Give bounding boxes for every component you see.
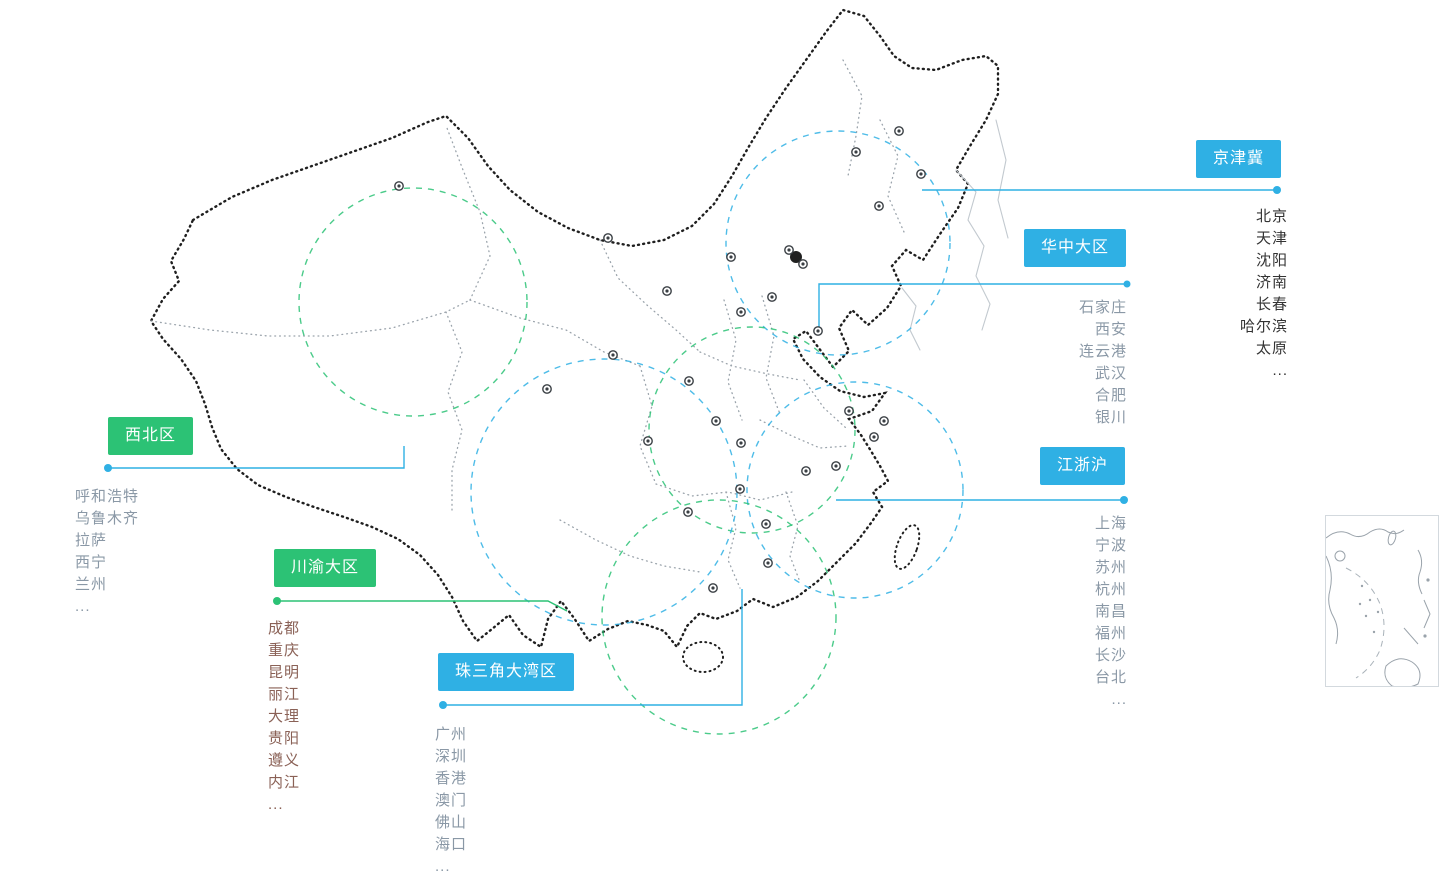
region-label-huazhong[interactable]: 华中大区: [1024, 229, 1127, 267]
city-item: 海口: [435, 836, 468, 853]
leader-line-xibei: [108, 446, 405, 469]
china-outline: [149, 8, 1000, 650]
region-label-chuanyu[interactable]: 川渝大区: [274, 549, 377, 587]
leader-dot-huazhong: [1123, 280, 1131, 288]
city-list-jiangzhehu: 上海宁波苏州杭州南昌福州长沙台北...: [1000, 513, 1127, 711]
city-item: ...: [268, 796, 284, 813]
city-item: 苏州: [1094, 559, 1127, 576]
region-circle-zhusanjiao: [601, 499, 837, 735]
city-item: 丽江: [268, 686, 301, 703]
city-item: 北京: [1255, 208, 1288, 225]
border-rivers: [901, 119, 1009, 351]
city-item: 乌鲁木齐: [75, 510, 140, 527]
city-item: 贵阳: [268, 730, 301, 747]
leader-dot-zhusanjiao: [439, 701, 447, 709]
city-item: 宁波: [1094, 537, 1127, 554]
leader-dot-chuanyu: [273, 597, 281, 605]
city-list-huazhong: 石家庄西安连云港武汉合肥银川: [1000, 297, 1127, 429]
leader-dot-xibei: [104, 464, 112, 472]
city-item: 长春: [1255, 296, 1288, 313]
region-circle-jiangzhehu: [746, 381, 964, 599]
city-item: ...: [1272, 362, 1288, 379]
city-item: ...: [75, 598, 91, 615]
city-item: 太原: [1255, 340, 1288, 357]
region-circle-huazhong: [648, 326, 856, 534]
city-item: 长沙: [1094, 647, 1127, 664]
city-item: 拉萨: [75, 532, 108, 549]
city-markers: [394, 126, 926, 593]
city-item: 西安: [1094, 321, 1127, 338]
city-list-chuanyu: 成都重庆昆明丽江大理贵阳遵义内江...: [268, 618, 300, 816]
leader-dot-jingjinji: [1273, 186, 1281, 194]
city-item: 昆明: [268, 664, 301, 681]
city-item: 南昌: [1094, 603, 1127, 620]
city-item: 香港: [435, 770, 468, 787]
leader-lines: [104, 186, 1281, 709]
taiwan-island: [893, 524, 921, 570]
city-item: 澳门: [435, 792, 468, 809]
city-item: 成都: [268, 620, 301, 637]
region-label-zhusanjiao[interactable]: 珠三角大湾区: [438, 653, 575, 691]
city-item: 西宁: [75, 554, 108, 571]
city-item: 呼和浩特: [75, 488, 140, 505]
city-item: 兰州: [75, 576, 108, 593]
south-china-sea-inset: [1325, 515, 1439, 689]
city-list-xibei: 呼和浩特乌鲁木齐拉萨西宁兰州...: [75, 486, 139, 618]
city-item: 大理: [268, 708, 301, 725]
region-label-jingjinji[interactable]: 京津冀: [1196, 140, 1282, 178]
city-item: ...: [435, 858, 451, 875]
region-label-xibei[interactable]: 西北区: [108, 417, 194, 455]
city-item: 合肥: [1094, 387, 1127, 404]
city-item: 武汉: [1094, 365, 1127, 382]
city-item: 连云港: [1078, 343, 1127, 360]
city-item: 遵义: [268, 752, 301, 769]
sea-inset-map: [1325, 528, 1431, 689]
leader-line-zhusanjiao: [443, 589, 743, 706]
city-item: 石家庄: [1078, 299, 1127, 316]
leader-dot-jiangzhehu: [1120, 496, 1128, 504]
city-item: 佛山: [435, 814, 468, 831]
city-item: 台北: [1094, 669, 1127, 686]
city-item: 内江: [268, 774, 301, 791]
city-list-jingjinji: 北京天津沈阳济南长春哈尔滨太原...: [1150, 206, 1288, 382]
city-item: 哈尔滨: [1239, 318, 1288, 335]
hainan-island: [682, 641, 724, 673]
city-marker-set: [394, 126, 926, 593]
city-list-zhusanjiao: 广州深圳香港澳门佛山海口...: [435, 724, 467, 878]
city-item: 天津: [1255, 230, 1288, 247]
region-circle-chuanyu: [470, 358, 738, 626]
city-item: 济南: [1255, 274, 1288, 291]
region-circle-xibei: [298, 187, 528, 417]
city-item: 深圳: [435, 748, 468, 765]
city-item: 上海: [1094, 515, 1127, 532]
city-item: 沈阳: [1255, 252, 1288, 269]
city-item: ...: [1111, 691, 1127, 708]
city-item: 广州: [435, 726, 468, 743]
region-label-jiangzhehu[interactable]: 江浙沪: [1040, 447, 1126, 485]
city-item: 银川: [1094, 409, 1127, 426]
region-circle-jingjinji: [725, 130, 951, 356]
city-item: 杭州: [1094, 581, 1127, 598]
province-borders: [150, 59, 905, 589]
city-item: 重庆: [268, 642, 301, 659]
beijing-cluster-dot: [790, 251, 802, 263]
city-item: 福州: [1094, 625, 1127, 642]
leader-line-huazhong: [818, 283, 1127, 331]
leader-line-chuanyu: [277, 600, 568, 612]
